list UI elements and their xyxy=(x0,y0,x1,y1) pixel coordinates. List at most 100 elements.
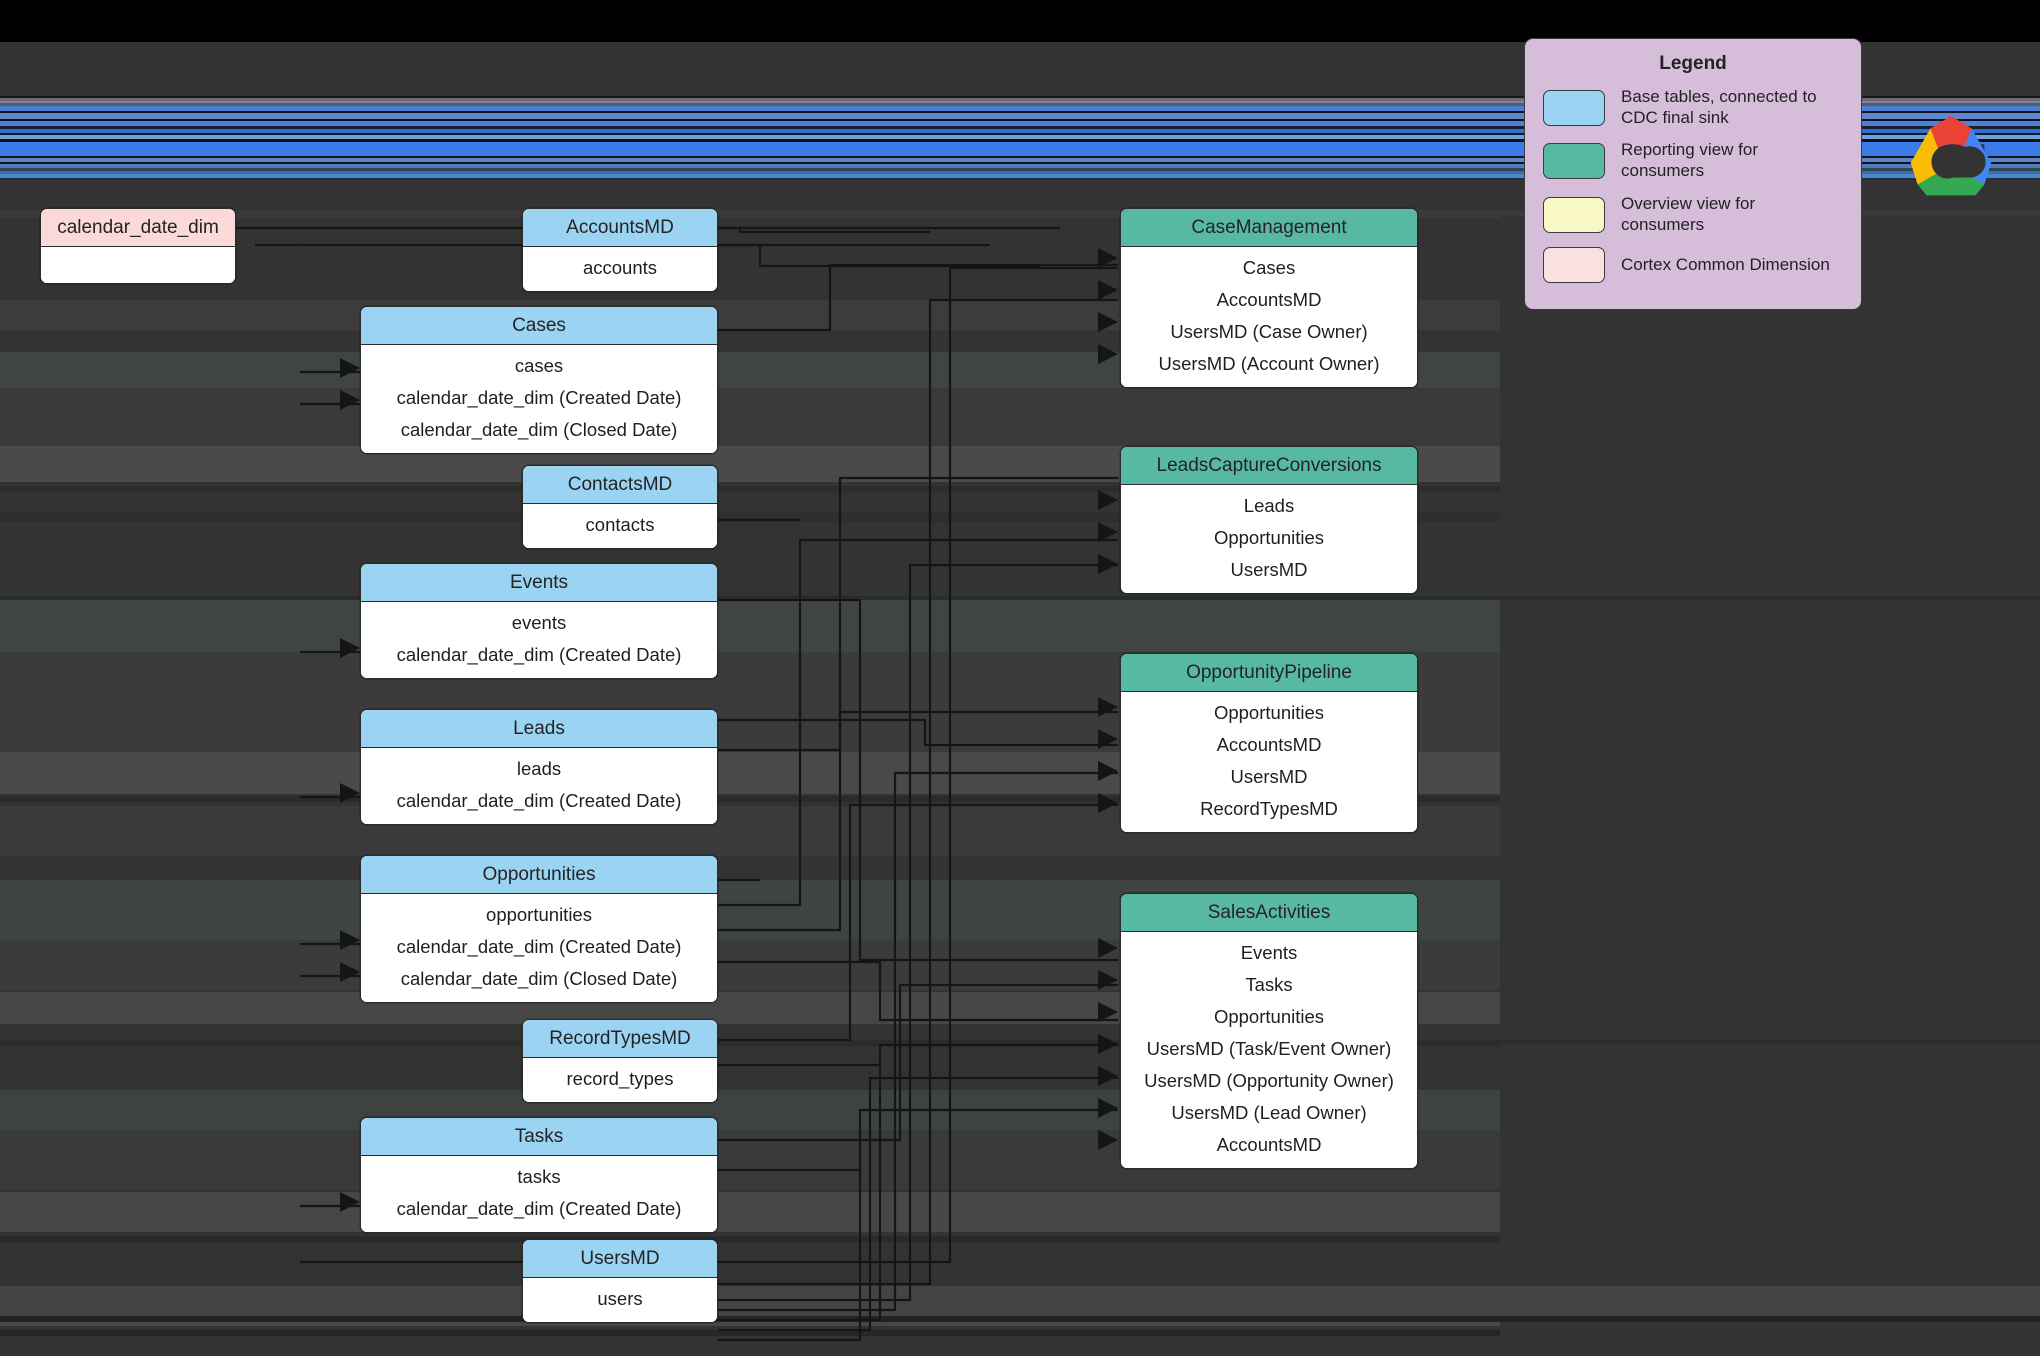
entity-field-list: users xyxy=(523,1278,717,1322)
entity-box-tasks[interactable]: Tasks tasks calendar_date_dim (Created Dat… xyxy=(360,1117,718,1233)
entity-title: Tasks xyxy=(361,1118,717,1156)
entity-box-recordtypesmd[interactable]: RecordTypesMD record_types xyxy=(522,1019,718,1103)
entity-title: calendar_date_dim xyxy=(41,209,235,247)
entity-title: LeadsCaptureConversions xyxy=(1121,447,1417,485)
legend-item: Reporting view for consumers xyxy=(1543,140,1843,181)
entity-box-leads[interactable]: Leads leads calendar_date_dim (Created Dat… xyxy=(360,709,718,825)
reporting-view-swatch xyxy=(1543,143,1605,180)
legend-item: Cortex Common Dimension xyxy=(1543,247,1843,284)
entity-field: Leads xyxy=(1243,495,1295,516)
google-cloud-logo xyxy=(1902,112,2000,200)
entity-field: calendar_date_dim (Created Date) xyxy=(396,936,682,957)
entity-field: accounts xyxy=(582,257,658,278)
entity-field-list: tasks calendar_date_dim (Created Date) xyxy=(361,1156,717,1232)
entity-field: AccountsMD xyxy=(1216,1134,1322,1155)
entity-field: Events xyxy=(1240,942,1298,963)
entity-box-opportunities[interactable]: Opportunities opportunities calendar_date_… xyxy=(360,855,718,1003)
legend-item: Base tables, connected to CDC final sink xyxy=(1543,87,1843,128)
entity-title: RecordTypesMD xyxy=(523,1020,717,1058)
entity-title: CaseManagement xyxy=(1121,209,1417,247)
entity-field: AccountsMD xyxy=(1216,289,1322,310)
background-band xyxy=(0,1286,1500,1326)
background-band xyxy=(0,596,1500,600)
entity-box-events[interactable]: Events events calendar_date_dim (Created D… xyxy=(360,563,718,679)
entity-field: contacts xyxy=(585,514,655,535)
entity-title: ContactsMD xyxy=(523,466,717,504)
entity-field: AccountsMD xyxy=(1216,734,1322,755)
entity-field: UsersMD (Case Owner) xyxy=(1170,321,1368,342)
background-band xyxy=(0,1192,1500,1232)
entity-field: opportunities xyxy=(486,904,592,925)
entity-title: UsersMD xyxy=(523,1240,717,1278)
legend-panel: Legend Base tables, connected to CDC fin… xyxy=(1524,38,1862,310)
legend-item-label: Cortex Common Dimension xyxy=(1621,255,1830,275)
entity-field: Cases xyxy=(1242,257,1296,278)
legend-rows: Base tables, connected to CDC final sink… xyxy=(1543,87,1843,284)
background-band xyxy=(0,1286,2040,1316)
entity-field: cases xyxy=(514,355,564,376)
entity-field-list: accounts xyxy=(523,247,717,291)
entity-field-list: opportunities calendar_date_dim (Created … xyxy=(361,894,717,1002)
entity-field: calendar_date_dim (Created Date) xyxy=(396,644,682,665)
entity-field: RecordTypesMD xyxy=(1200,798,1338,819)
entity-box-contactsmd[interactable]: ContactsMD contacts xyxy=(522,465,718,549)
legend-item-label: Overview view for consumers xyxy=(1621,193,1756,234)
entity-title: Cases xyxy=(361,307,717,345)
top-black-bar xyxy=(0,0,2040,42)
entity-field: calendar_date_dim (Created Date) xyxy=(396,790,682,811)
entity-box-accountsmd[interactable]: AccountsMD accounts xyxy=(522,208,718,292)
entity-field: tasks xyxy=(517,1166,561,1187)
entity-field: record_types xyxy=(566,1068,674,1089)
entity-title: AccountsMD xyxy=(523,209,717,247)
entity-title: OpportunityPipeline xyxy=(1121,654,1417,692)
legend-title: Legend xyxy=(1659,53,1727,74)
background-band xyxy=(0,596,2040,600)
entity-title: Events xyxy=(361,564,717,602)
overview-view-swatch xyxy=(1543,196,1605,233)
entity-field: users xyxy=(597,1288,643,1309)
entity-field-list xyxy=(41,247,235,283)
entity-field: UsersMD (Lead Owner) xyxy=(1171,1102,1367,1123)
entity-title: Opportunities xyxy=(361,856,717,894)
legend-item: Overview view for consumers xyxy=(1543,194,1843,235)
background-band xyxy=(0,1330,1500,1336)
entity-field: UsersMD (Opportunity Owner) xyxy=(1144,1070,1394,1091)
entity-field: calendar_date_dim (Closed Date) xyxy=(400,968,678,989)
entity-field-list: events calendar_date_dim (Created Date) xyxy=(361,602,717,678)
entity-field: UsersMD (Account Owner) xyxy=(1158,353,1380,374)
background-band xyxy=(0,1316,2040,1322)
entity-title: SalesActivities xyxy=(1121,894,1417,932)
entity-field-list: record_types xyxy=(523,1058,717,1102)
base-table-swatch xyxy=(1543,89,1605,126)
entity-field: leads xyxy=(516,758,562,779)
background-band xyxy=(0,600,1500,652)
entity-field: events xyxy=(511,612,567,633)
entity-field-list: contacts xyxy=(523,504,717,548)
background-band xyxy=(0,388,1500,446)
entity-field: Tasks xyxy=(1245,974,1293,995)
entity-title: Leads xyxy=(361,710,717,748)
entity-field: Opportunities xyxy=(1213,1006,1325,1027)
entity-field: Opportunities xyxy=(1213,527,1325,548)
background-band xyxy=(0,1040,2040,1044)
entity-field: calendar_date_dim (Created Date) xyxy=(396,1198,682,1219)
cortex-dimension-swatch xyxy=(1543,247,1605,284)
entity-field: UsersMD (Task/Event Owner) xyxy=(1146,1038,1392,1059)
entity-field: Opportunities xyxy=(1213,702,1325,723)
entity-field-list: leads calendar_date_dim (Created Date) xyxy=(361,748,717,824)
entity-box-calendar-date-dim[interactable]: calendar_date_dim xyxy=(40,208,236,284)
entity-box-usersmd[interactable]: UsersMD users xyxy=(522,1239,718,1323)
background-band xyxy=(0,1236,1500,1242)
legend-item-label: Base tables, connected to CDC final sink xyxy=(1621,87,1817,127)
entity-field: UsersMD xyxy=(1230,559,1308,580)
